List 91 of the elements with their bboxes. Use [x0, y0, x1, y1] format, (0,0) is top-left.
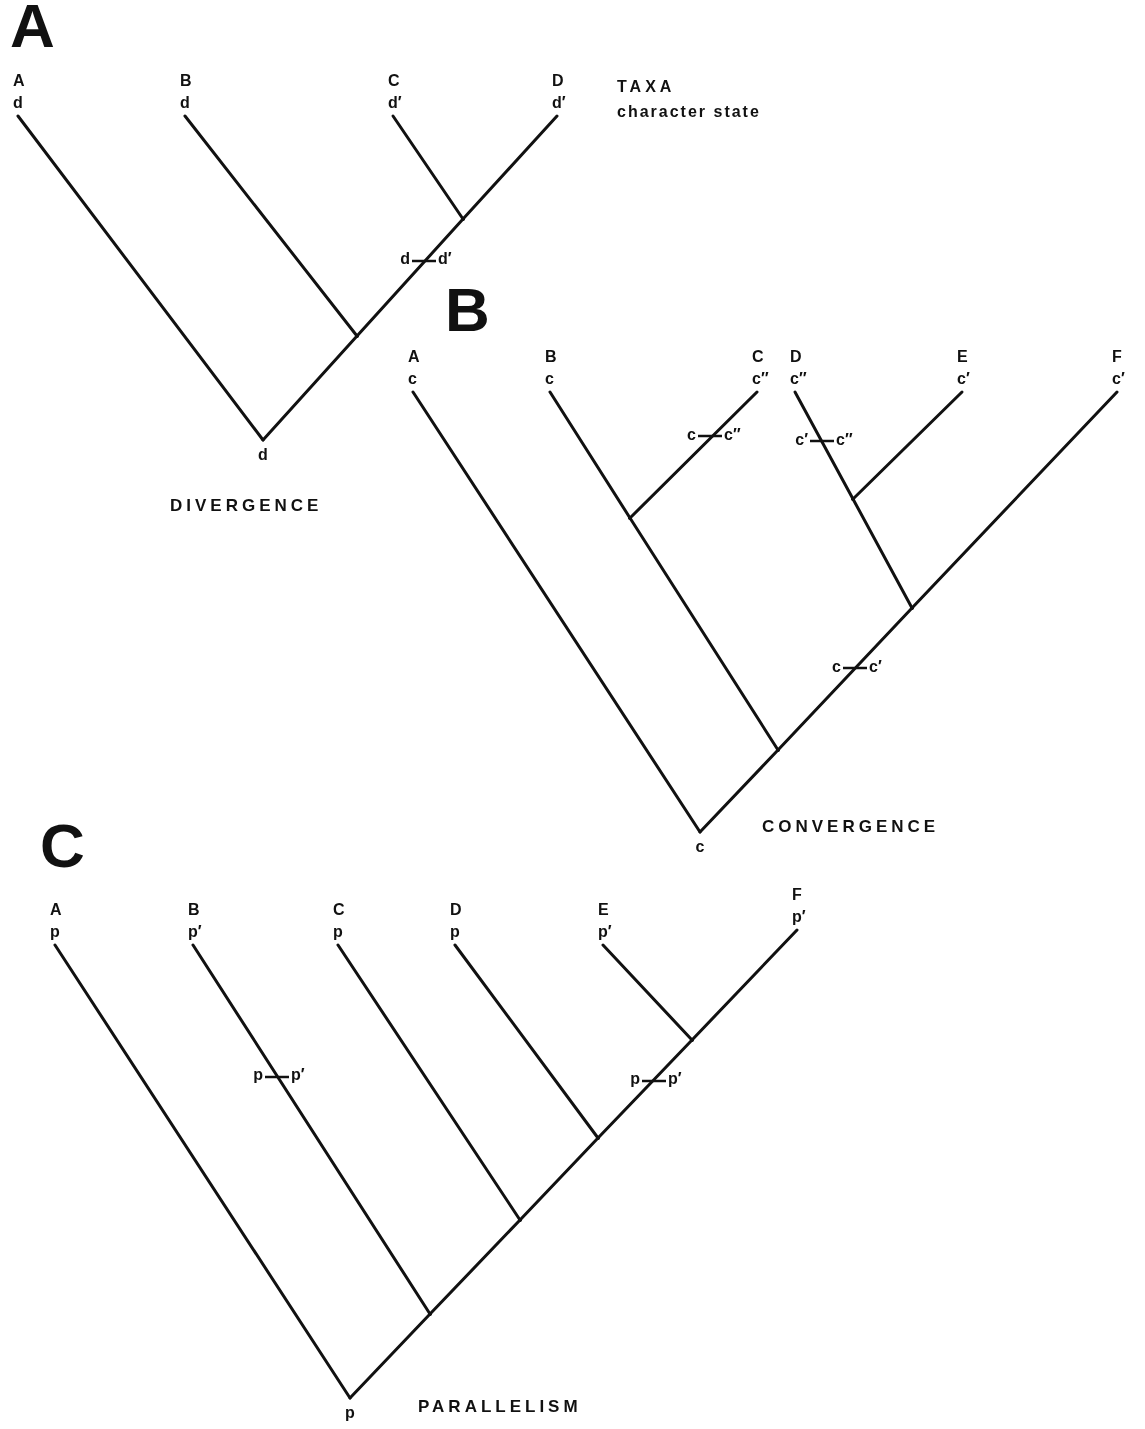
taxon-label: B [180, 71, 192, 91]
branch-line [793, 390, 855, 501]
character-state: p [253, 1066, 263, 1084]
character-state: c″ [752, 369, 769, 389]
branch-point [355, 334, 359, 338]
branch-point [776, 748, 780, 752]
character-state: c [408, 369, 418, 389]
taxon-label: D [552, 71, 565, 91]
taxon-label: A [408, 347, 420, 367]
branch-line [261, 334, 359, 442]
heading: TAXA [617, 78, 676, 96]
branch-line [191, 943, 432, 1316]
branch-line [851, 497, 914, 610]
character-state: d′ [388, 93, 402, 113]
taxon-label: D [450, 900, 462, 920]
branch-line [16, 114, 265, 442]
branch-line [428, 1218, 522, 1316]
panel-letter: A [10, 0, 55, 61]
character-state: d [258, 446, 268, 463]
panel-letter: C [40, 812, 85, 881]
branch-line [601, 943, 694, 1042]
branch-line [690, 928, 799, 1042]
character-state: c″ [790, 369, 807, 389]
character-state: p [450, 922, 461, 942]
character-state: p [50, 922, 61, 942]
branch-line [453, 943, 600, 1140]
character-state: p′ [668, 1070, 682, 1088]
character-state: c′ [869, 658, 882, 676]
branch-point [851, 497, 855, 501]
tree-title: DIVERGENCE [170, 497, 323, 516]
taxon-label: E [957, 347, 969, 367]
character-state: d [400, 250, 410, 268]
character-state: c′ [795, 431, 808, 449]
character-state: c″ [724, 426, 741, 444]
tree-title: PARALLELISM [418, 1398, 582, 1417]
character-state: p [345, 1404, 355, 1421]
tree-title: CONVERGENCE [762, 818, 940, 837]
taxon-label: F [1112, 347, 1123, 367]
branch-line [548, 390, 632, 520]
taxon-label: D [790, 347, 803, 367]
branch-line [391, 114, 465, 221]
character-state: c [695, 838, 705, 855]
character-state: d [180, 93, 191, 113]
character-state: d [13, 93, 24, 113]
branch-line [851, 390, 964, 501]
branch-line [183, 114, 359, 338]
branch-line [355, 217, 465, 338]
branch-line [461, 114, 559, 221]
branch-point [690, 1038, 694, 1042]
character-state: c″ [836, 431, 853, 449]
branch-line [336, 943, 522, 1222]
branch-line [776, 606, 914, 752]
branch-point [461, 217, 465, 221]
taxon-label: E [598, 900, 610, 920]
character-state: p′ [291, 1066, 305, 1084]
taxon-label: B [188, 900, 201, 920]
taxon-label: C [752, 347, 765, 367]
character-state: c′ [957, 369, 970, 389]
branch-line [628, 390, 759, 520]
branch-line [411, 390, 702, 834]
branch-line [628, 516, 780, 752]
taxon-label: C [388, 71, 401, 91]
character-state: c [545, 369, 555, 389]
character-state: p [630, 1070, 640, 1088]
taxon-label: C [333, 900, 345, 920]
taxon-label: A [13, 71, 25, 91]
branch-point [596, 1136, 600, 1140]
taxon-label: B [545, 347, 557, 367]
branch-point [628, 516, 632, 520]
taxon-label: F [792, 885, 803, 905]
heading: character state [617, 103, 761, 121]
character-state: d′ [552, 93, 566, 113]
branch-line [596, 1038, 694, 1140]
character-state: p′ [188, 922, 202, 942]
branch-line [53, 943, 352, 1400]
branch-line [518, 1136, 600, 1222]
taxon-label: A [50, 900, 62, 920]
branch-line [698, 748, 780, 834]
branch-line [910, 390, 1119, 610]
character-state: d′ [438, 250, 452, 268]
branch-point [518, 1218, 522, 1222]
character-state: p [333, 922, 344, 942]
branch-point [910, 606, 914, 610]
character-state: c [832, 658, 841, 676]
branch-line [348, 1312, 432, 1400]
character-state: c [687, 426, 696, 444]
panel-letter: B [445, 276, 490, 345]
character-state: p′ [792, 907, 806, 927]
character-state: p′ [598, 922, 612, 942]
character-state: c′ [1112, 369, 1125, 389]
branch-point [428, 1312, 432, 1316]
